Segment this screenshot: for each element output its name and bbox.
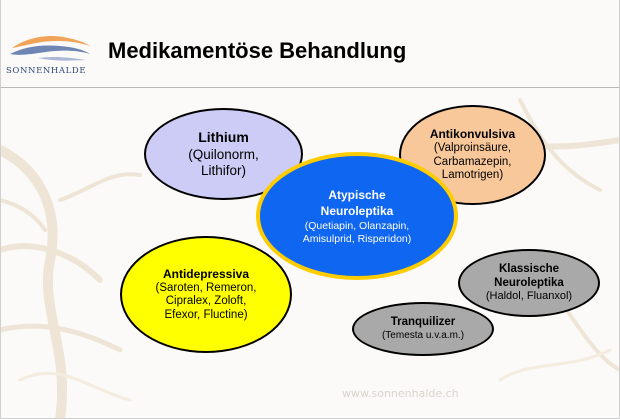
node-tranquilizer: Tranquilizer (Temesta u.v.a.m.) <box>352 302 494 356</box>
node-antikonvulsiva-detail: (Valproinsäure, Carbamazepin, Lamotrigen… <box>433 142 512 182</box>
footer-url: www.sonnenhalde.ch <box>342 387 459 400</box>
page-title: Medikamentöse Behandlung <box>108 38 407 63</box>
node-antidepressiva: Antidepressiva (Saroten, Remeron, Cipral… <box>120 236 292 353</box>
node-klassische-title: Klassische Neuroleptika <box>494 262 564 289</box>
node-antidepressiva-title: Antidepressiva <box>162 266 250 281</box>
node-antikonvulsiva-title: Antikonvulsiva <box>429 127 516 142</box>
header-divider <box>0 87 620 88</box>
node-antidepressiva-detail: (Saroten, Remeron, Cipralex, Zoloft, Efe… <box>155 281 257 321</box>
node-tranquilizer-detail: (Temesta u.v.a.m.) <box>381 329 465 341</box>
node-lithium-detail: (Quilonorm, Lithifor) <box>188 147 259 179</box>
node-klassische-neuroleptika: Klassische Neuroleptika (Haldol, Fluanxo… <box>458 249 600 317</box>
sonnenhalde-logo-icon <box>10 36 90 61</box>
node-atypische-neuroleptika: Atypische Neuroleptika (Quetiapin, Olanz… <box>256 152 458 280</box>
node-klassische-detail: (Haldol, Fluanxol) <box>485 290 573 303</box>
header: SONNENHALDE Medikamentöse Behandlung <box>0 0 620 84</box>
node-tranquilizer-title: Tranquilizer <box>390 316 456 329</box>
frame-left <box>0 0 1 419</box>
logo-text: SONNENHALDE <box>6 66 87 76</box>
node-atypische-title: Atypische Neuroleptika <box>320 187 394 219</box>
node-atypische-detail: (Quetiapin, Olanzapin, Amisulprid, Rispe… <box>302 220 412 245</box>
node-lithium-title: Lithium <box>198 128 249 145</box>
